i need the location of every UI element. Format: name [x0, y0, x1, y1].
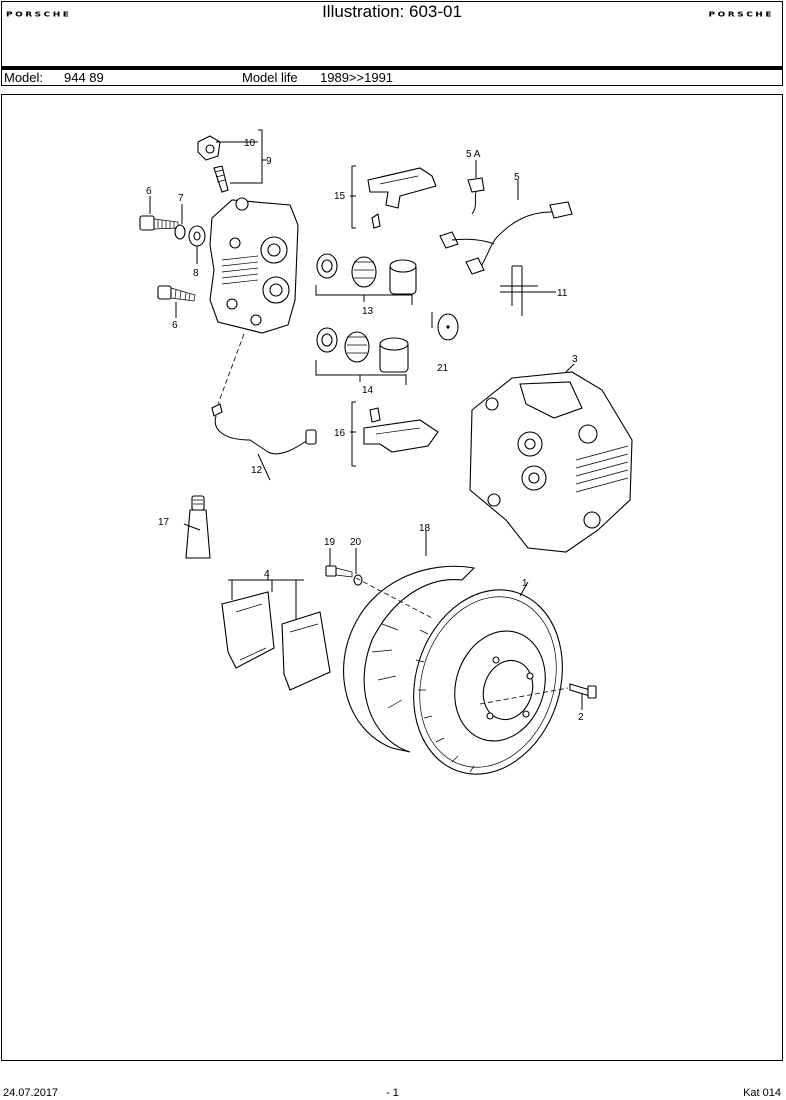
porsche-logo-right: PORSCHE [708, 11, 774, 19]
callout-1: 1 [522, 578, 528, 589]
callout-5a: 5 A [466, 149, 481, 160]
bleeder-screw-9[interactable] [213, 165, 229, 193]
footer-page-number: - 1 [386, 1087, 399, 1099]
callout-21: 21 [437, 363, 449, 374]
brake-hose-12[interactable] [211, 403, 317, 455]
bolt-2[interactable] [569, 683, 597, 699]
anti-rattle-spring-11[interactable] [500, 265, 538, 316]
caliper-housing-drawing[interactable] [209, 197, 299, 334]
porsche-logo-left: PORSCHE [6, 11, 72, 19]
screw-16[interactable] [369, 407, 381, 423]
model-bar: Model: 944 89 Model life 1989>>1991 [1, 67, 783, 86]
brake-pads-4[interactable] [221, 591, 331, 691]
seal-8[interactable] [188, 225, 206, 247]
wear-sensor-cable-5[interactable] [439, 201, 573, 275]
spring-plate-16[interactable] [363, 419, 439, 453]
model-life-value: 1989>>1991 [320, 70, 394, 85]
callout-4: 4 [264, 569, 270, 580]
drawing-frame: 1 2 3 4 5 5 A 6 6 7 8 9 10 11 12 13 14 1… [1, 94, 783, 1061]
washer-20[interactable] [353, 574, 363, 586]
callout-7: 7 [178, 193, 184, 204]
callout-2: 2 [578, 712, 584, 723]
callout-10: 10 [244, 138, 256, 149]
callout-17: 17 [158, 517, 170, 528]
splash-guard-18[interactable] [343, 565, 476, 753]
model-label: Model: [4, 70, 44, 85]
brake-disc-1[interactable] [390, 570, 585, 793]
callout-13: 13 [362, 306, 374, 317]
header-box: PORSCHE Illustration: 603-01 PORSCHE [1, 1, 783, 67]
callout-5: 5 [514, 172, 520, 183]
piston-set-14[interactable] [316, 327, 409, 373]
paste-tube-17[interactable] [185, 495, 211, 559]
callout-12: 12 [251, 465, 263, 476]
bleeder-valve-10[interactable] [197, 135, 221, 161]
footer-date: 24.07.2017 [3, 1087, 59, 1099]
bolt-6-lower[interactable] [157, 285, 196, 302]
callout-6-upper: 6 [146, 186, 152, 197]
callout-16: 16 [334, 428, 346, 439]
callout-3: 3 [572, 354, 578, 365]
callout-8: 8 [193, 268, 199, 279]
callout-6-lower: 6 [172, 320, 178, 331]
plate-21[interactable] [437, 313, 459, 341]
callout-20: 20 [350, 537, 362, 548]
bolt-19[interactable] [325, 565, 353, 578]
model-life-label: Model life [242, 70, 298, 85]
illustration-title: Illustration: 603-01 [322, 2, 462, 21]
washer-7[interactable] [174, 224, 186, 240]
caliper-assembly-3[interactable] [469, 371, 633, 553]
spring-plate-15[interactable] [367, 167, 437, 209]
callout-15: 15 [334, 191, 346, 202]
footer-catalog: Kat 014 [743, 1087, 781, 1099]
piston-set-13[interactable] [316, 253, 417, 295]
bolt-6-upper[interactable] [139, 215, 179, 231]
callout-11: 11 [557, 288, 568, 299]
callout-14: 14 [362, 385, 374, 396]
model-value: 944 89 [64, 70, 104, 85]
callout-9: 9 [266, 156, 272, 167]
callout-18: 18 [419, 523, 431, 534]
wear-sensor-5a[interactable] [467, 177, 485, 215]
callout-19: 19 [324, 537, 336, 548]
screw-15[interactable] [371, 213, 381, 229]
